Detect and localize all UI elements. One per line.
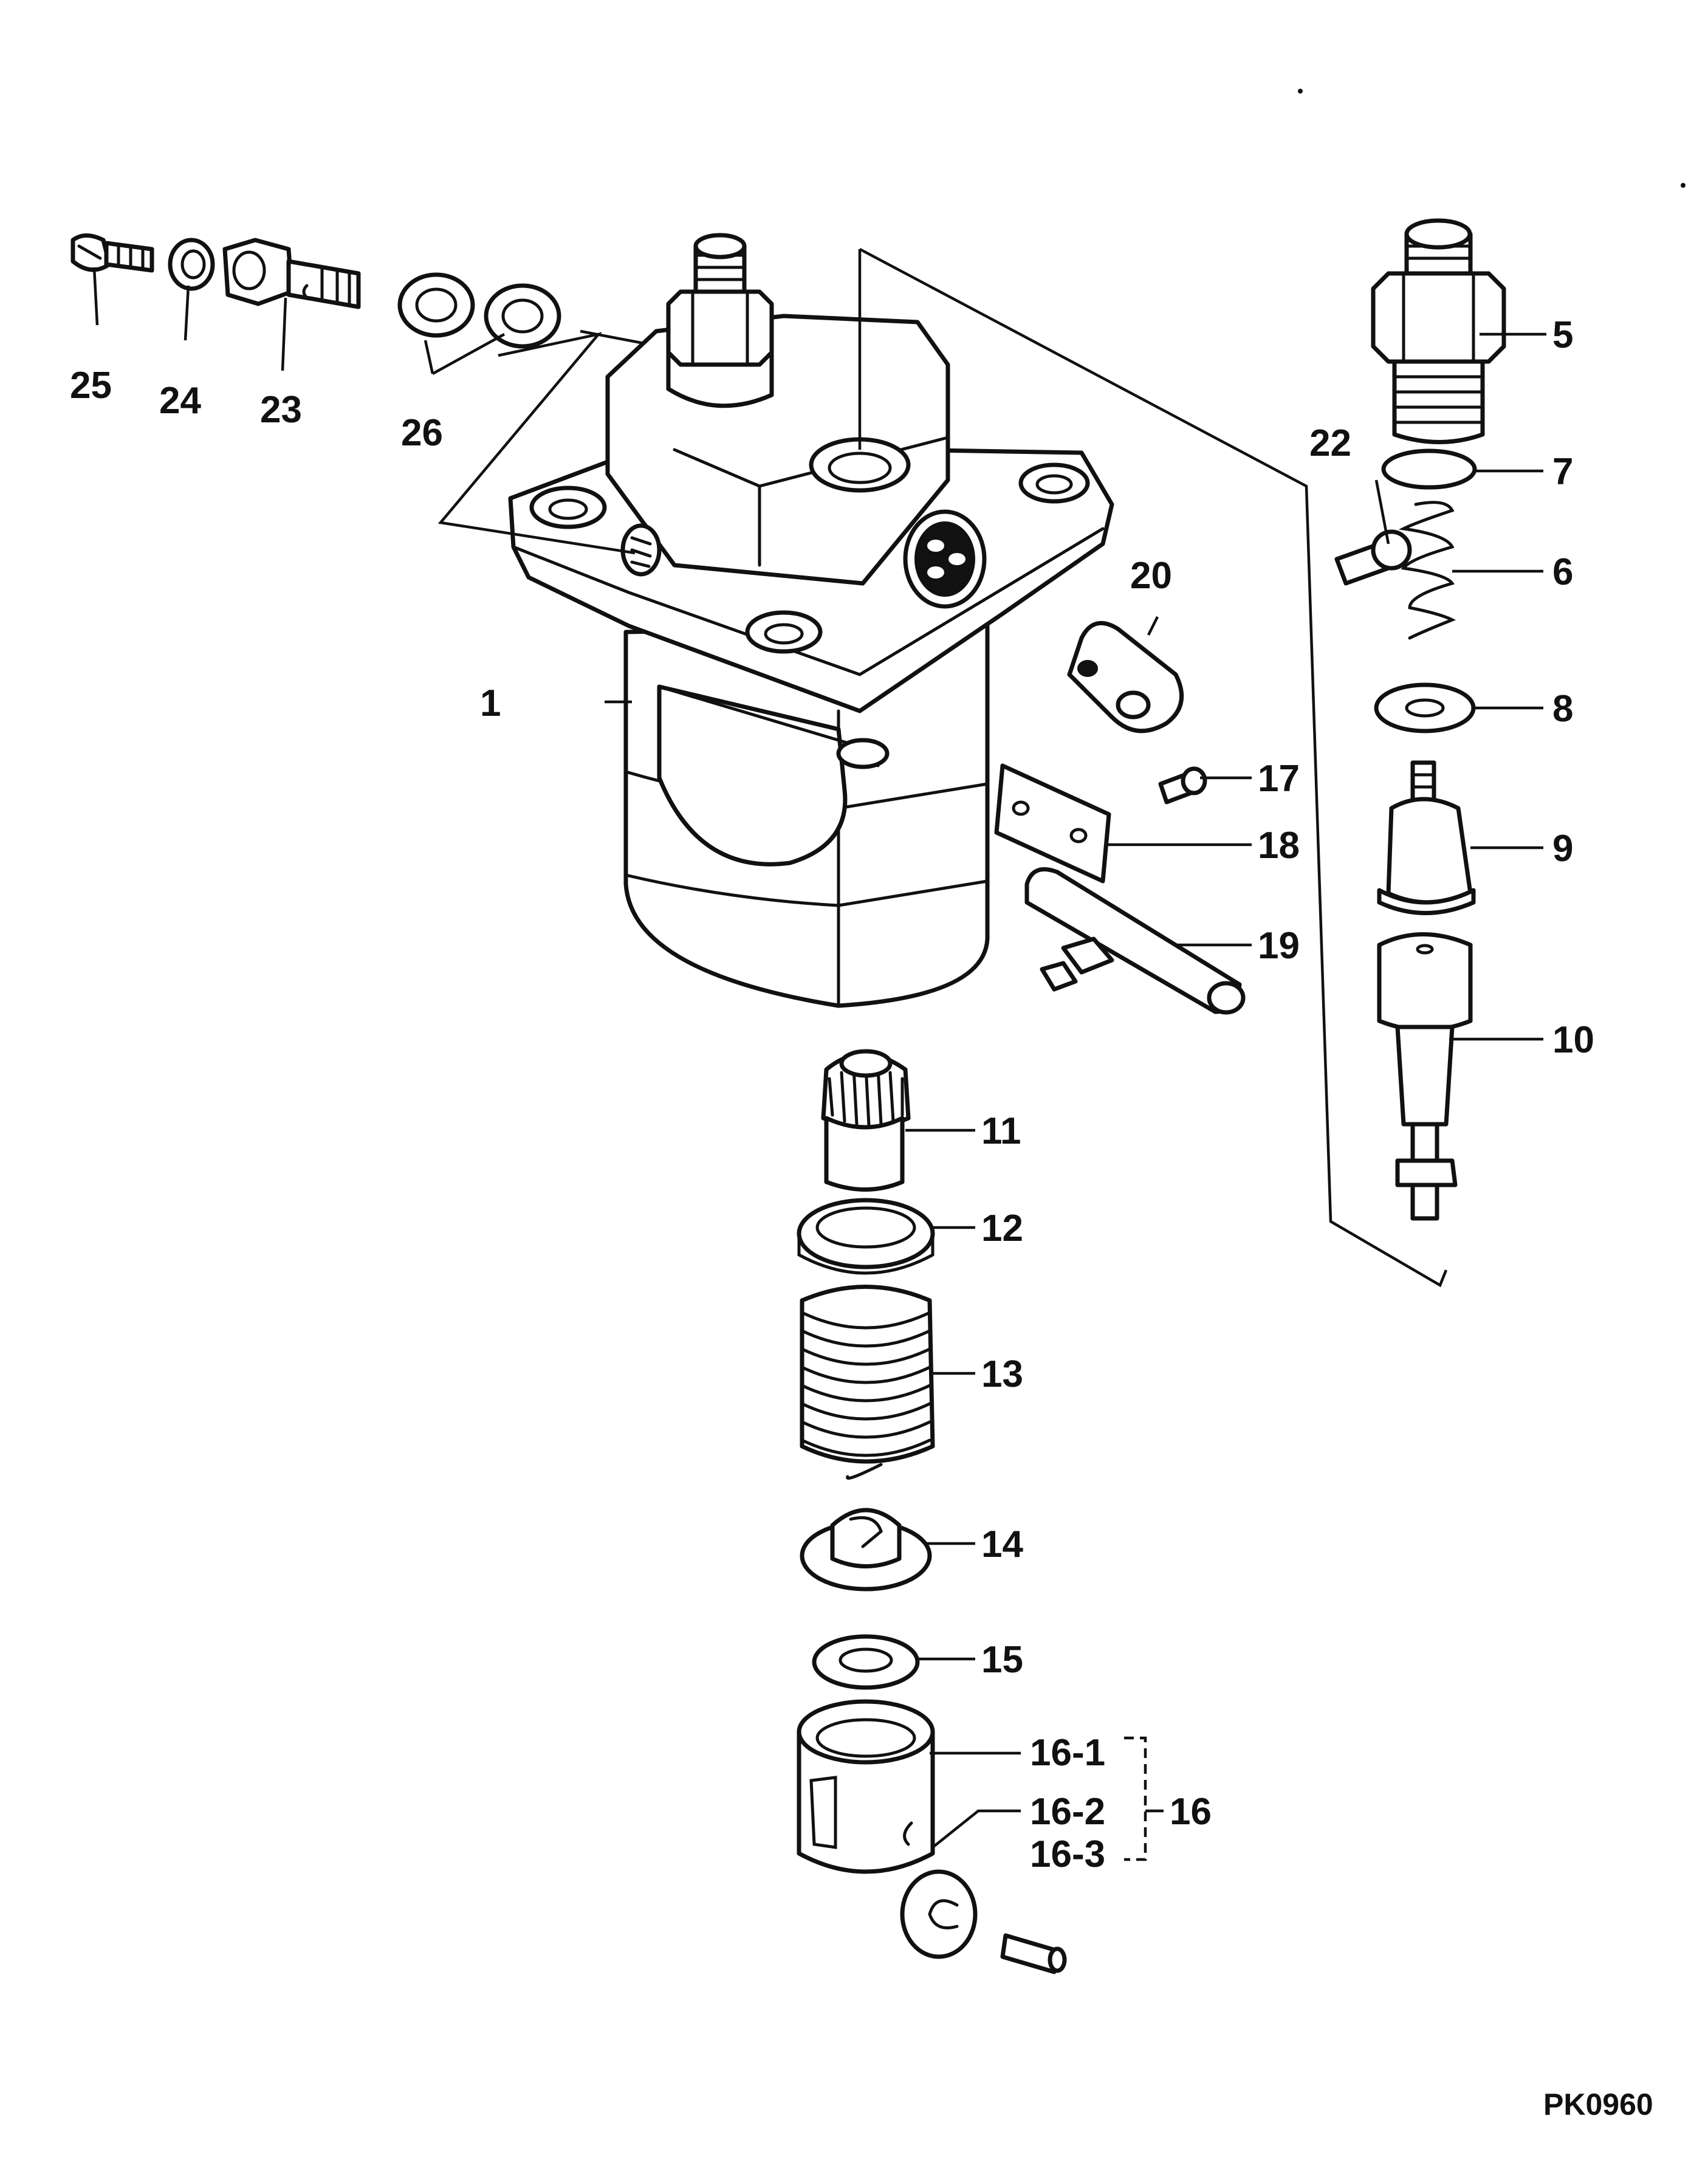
assembly-guide-line	[859, 248, 1448, 1288]
part-10-plunger	[1377, 932, 1473, 1221]
part-20-cover-plate	[1067, 620, 1184, 733]
callout-6: 6	[1552, 551, 1573, 593]
part-14-lower-spring-seat	[800, 1508, 932, 1592]
part-26-gaskets	[397, 272, 561, 349]
part-24-washer	[168, 238, 215, 291]
callout-26: 26	[401, 412, 443, 454]
part-17-small-screw	[1158, 766, 1207, 805]
callout-7: 7	[1552, 451, 1573, 493]
part-22-screw	[1334, 529, 1412, 586]
callout-17: 17	[1258, 758, 1300, 800]
part-9-delivery-valve	[1377, 760, 1476, 915]
callout-14: 14	[981, 1523, 1023, 1565]
callout-18: 18	[1258, 825, 1300, 867]
callout-25: 25	[70, 365, 112, 407]
callout-16-1: 16-1	[1030, 1732, 1105, 1774]
callout-16: 16	[1170, 1791, 1212, 1833]
part-25-bleed-screw	[70, 233, 154, 273]
part-19-control-rod	[1024, 867, 1246, 1015]
callout-22: 22	[1309, 422, 1351, 464]
callout-16-3: 16-3	[1030, 1833, 1105, 1875]
callout-12: 12	[981, 1207, 1023, 1249]
diagram-code: PK0960	[1543, 2087, 1653, 2121]
part-7-o-ring	[1381, 448, 1477, 490]
callout-15: 15	[981, 1639, 1023, 1681]
callout-20: 20	[1130, 555, 1172, 597]
callout-24: 24	[159, 380, 201, 422]
callout-labels: 1 5 6 7 8 9 10 11 12 13 14 15 16 16-1 16…	[70, 314, 1653, 2121]
part-11-control-sleeve	[821, 1049, 911, 1192]
callout-1: 1	[480, 682, 501, 724]
part-15-shim	[812, 1634, 920, 1690]
part-18-plate	[994, 763, 1111, 884]
part-6-spring	[1398, 501, 1456, 640]
part-16-tappet-assembly	[797, 1699, 1067, 1974]
part-8-washer	[1374, 682, 1476, 733]
part-1-pump-housing	[508, 233, 1114, 1008]
part-12-spring-seat	[797, 1198, 935, 1275]
callout-5: 5	[1552, 314, 1573, 356]
callout-8: 8	[1552, 688, 1573, 730]
callout-13: 13	[981, 1353, 1023, 1395]
callout-11: 11	[981, 1110, 1021, 1152]
part-23-banjo-bolt	[222, 238, 361, 309]
callout-9: 9	[1552, 828, 1573, 870]
part-13-plunger-spring	[800, 1285, 935, 1480]
callout-23: 23	[260, 389, 302, 431]
callout-10: 10	[1552, 1019, 1594, 1061]
callout-16-2: 16-2	[1030, 1791, 1105, 1833]
callout-19: 19	[1258, 925, 1300, 967]
part-5-delivery-valve-holder	[1371, 218, 1506, 444]
leader-lines	[92, 267, 1546, 1861]
